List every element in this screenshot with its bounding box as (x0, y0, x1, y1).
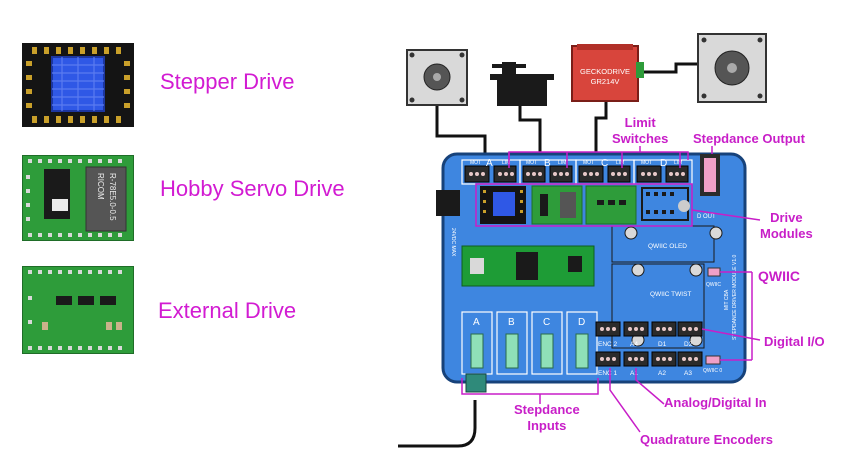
drive-modules-callout: Drive Modules (760, 210, 813, 241)
header-lim-d-label: LIM (674, 160, 682, 166)
enc2-label: ENC 2 (598, 341, 618, 348)
stepdance-driver-board: 24VDC MAX MOT A LIM MOT (436, 152, 747, 393)
drive-module-stepper-icon (480, 186, 526, 224)
stepper-motor-left-icon (406, 49, 468, 106)
external-drive-label: External Drive (158, 298, 297, 323)
qwiic-0-label: QWIIC 0 (703, 368, 722, 374)
a4-label: A4 (630, 341, 638, 348)
header-mot-a-label: MOT (470, 160, 481, 166)
header-mot-b-label: MOT (526, 160, 537, 166)
hobby-servo-drive-label: Hobby Servo Drive (160, 176, 345, 201)
drive-module-empty-socket-icon (641, 187, 690, 221)
board-vertical-label-2: MIT CBA (724, 289, 730, 310)
geckodrive-icon: GECKODRIVE GR214V (571, 44, 644, 102)
enc1-label: ENC 1 (598, 370, 618, 377)
quadrature-encoders-callout: Quadrature Encoders (640, 432, 773, 447)
hobby-servo-icon (490, 62, 554, 106)
header-mot-d-label: MOT (641, 160, 652, 166)
qwiic-callout: QWIIC (758, 268, 800, 284)
a1-label: A1 (630, 370, 638, 377)
limit-switches-callout: Limit Switches (612, 115, 669, 146)
header-a-label: A (486, 158, 493, 169)
power-label: 24VDC MAX (450, 228, 456, 257)
a2-label: A2 (658, 370, 666, 377)
hobby-servo-drive-module-image: RICOM R-78E5.0-0.5 (21, 154, 135, 242)
stepper-drive-label: Stepper Drive (160, 69, 295, 94)
stepper-drive-module-image (22, 43, 134, 127)
geckodrive-label-line1: GECKODRIVE (580, 67, 630, 76)
header-lim-a-label: LIM (502, 160, 510, 166)
header-d-label: D (660, 158, 667, 169)
stepdance-output-callout: Stepdance Output (693, 131, 805, 146)
header-lim-c-label: LIM (616, 160, 624, 166)
header-lim-b-label: LIM (558, 160, 566, 166)
a3-label: A3 (684, 370, 692, 377)
stepper-motor-right-icon (697, 33, 767, 103)
stepdance-inputs-callout: Stepdance Inputs (514, 402, 580, 433)
header-mot-c-label: MOT (583, 160, 594, 166)
input-b-label: B (508, 317, 515, 328)
servo-chip-text-2: R-78E5.0-0.5 (108, 173, 117, 221)
header-b-label: B (544, 158, 551, 169)
input-d-label: D (578, 317, 585, 328)
board-vertical-label: STEPDANCE DRIVER MODULE V1.0 (732, 254, 738, 340)
stepper-drive-chip-icon (22, 43, 134, 127)
input-c-label: C (543, 317, 550, 328)
analog-digital-in-callout: Analog/Digital In (664, 395, 767, 410)
drive-module-external-icon (585, 185, 637, 225)
d-out-label: D OUT (697, 214, 716, 220)
qwiic-twist-label: QWIIC TWIST (650, 291, 691, 298)
header-c-label: C (601, 158, 608, 169)
geckodrive-label-line2: GR214V (591, 77, 620, 86)
external-drive-board-icon (21, 265, 135, 355)
input-a-label: A (473, 317, 480, 328)
d1-label: D1 (658, 341, 667, 348)
qwiic-small-label: QWIIC (706, 282, 721, 288)
d2-label: D2 (684, 341, 693, 348)
qwiic-oled-label: QWIIC OLED (648, 243, 687, 250)
servo-chip-text-1: RICOM (96, 173, 105, 200)
hobby-servo-board-icon: RICOM R-78E5.0-0.5 (21, 154, 135, 242)
microcontroller-icon (461, 245, 595, 287)
external-drive-module-image (21, 265, 135, 355)
drive-module-servo-icon (531, 185, 583, 225)
digital-io-callout: Digital I/O (764, 334, 825, 349)
